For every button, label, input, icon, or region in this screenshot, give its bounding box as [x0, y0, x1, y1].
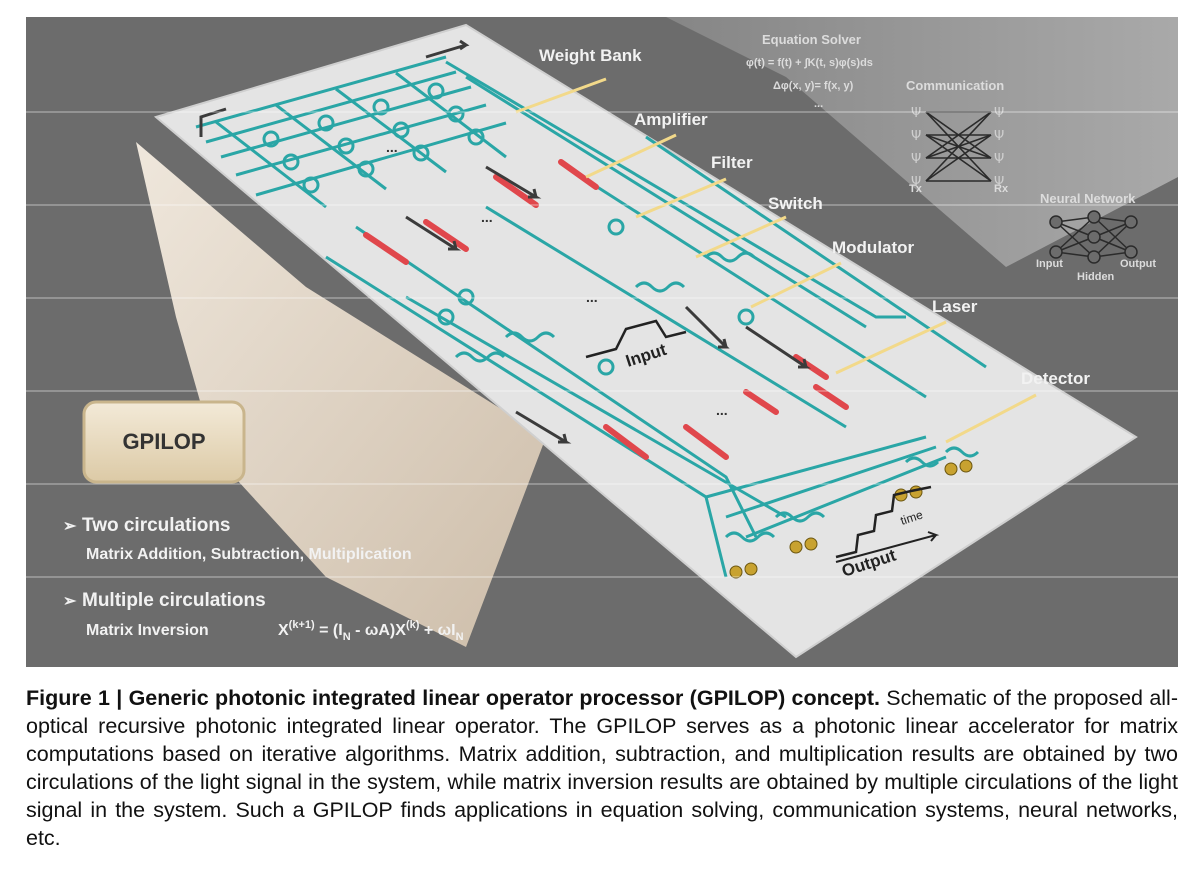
bullet-1-title: Two circulations — [82, 515, 231, 536]
label-modulator: Modulator — [832, 238, 915, 257]
time-axis-arrow — [835, 531, 940, 563]
svg-text:Ψ: Ψ — [994, 152, 1004, 167]
label-amplifier: Amplifier — [634, 110, 708, 129]
svg-text:Ψ: Ψ — [911, 106, 921, 121]
app-eq1: φ(t) = f(t) + ∫K(t, s)φ(s)ds — [746, 57, 873, 69]
dots-2: ... — [481, 209, 493, 225]
label-detector: Detector — [1021, 369, 1090, 388]
bullet-2-sub: Matrix Inversion — [86, 622, 209, 639]
laser-elements — [363, 159, 849, 460]
chip-shadow — [136, 142, 546, 647]
output-staircase — [835, 485, 932, 559]
app-rx: Rx — [994, 183, 1009, 195]
app-tx: Tx — [909, 183, 923, 195]
app-neural-network: Neural Network — [1040, 191, 1136, 206]
figure-caption: Figure 1 | Generic photonic integrated l… — [26, 684, 1178, 852]
bullet-2-title: Multiple circulations — [82, 590, 266, 611]
app-eq-dots: ... — [814, 98, 823, 110]
label-switch: Switch — [768, 194, 823, 213]
svg-text:Ψ: Ψ — [994, 175, 1004, 190]
caption-title: Figure 1 | Generic photonic integrated l… — [26, 686, 880, 710]
input-pulse — [585, 319, 687, 359]
app-eq2: Δφ(x, y)= f(x, y) — [773, 80, 854, 92]
overlay-lines — [26, 111, 1178, 578]
svg-text:Ψ: Ψ — [994, 129, 1004, 144]
label-time: time — [899, 507, 925, 527]
gpilop-badge-box — [82, 400, 246, 484]
caption-body: Schematic of the proposed all-optical re… — [26, 686, 1178, 850]
app-nn-output: Output — [1120, 258, 1156, 270]
svg-text:Ψ: Ψ — [911, 152, 921, 167]
communication-network — [925, 111, 992, 182]
svg-text:Ψ: Ψ — [911, 175, 921, 190]
label-laser: Laser — [932, 297, 978, 316]
app-equation-solver: Equation Solver — [762, 32, 861, 47]
chip-substrate — [153, 23, 1138, 659]
direction-arrows — [199, 39, 811, 444]
gpilop-badge: GPILOP — [122, 429, 205, 454]
label-weight-bank: Weight Bank — [539, 46, 642, 65]
dots-1: ... — [386, 139, 398, 155]
neural-network-diagram — [1049, 210, 1138, 264]
svg-text:Ψ: Ψ — [911, 129, 921, 144]
figure-panel: ... ... ... ... Weight Bank Amplifier Fi… — [26, 17, 1178, 667]
callout-leaders — [515, 77, 1037, 444]
dots-4: ... — [716, 402, 728, 418]
chip-illustration: ... ... ... ... Weight Bank Amplifier Fi… — [26, 17, 1178, 659]
dots-3: ... — [586, 289, 598, 305]
svg-text:Ψ: Ψ — [994, 106, 1004, 121]
app-communication: Communication — [906, 78, 1004, 93]
label-filter: Filter — [711, 153, 753, 172]
bullet-1-arrow: ➢ — [63, 518, 77, 535]
bullet-2-equation: X(k+1) = (IN - ωA)X(k) + ωIN — [278, 619, 464, 643]
app-nn-hidden: Hidden — [1077, 271, 1115, 283]
bullet-2-arrow: ➢ — [63, 593, 77, 610]
bullet-1-sub: Matrix Addition, Subtraction, Multiplica… — [86, 546, 412, 563]
app-nn-input: Input — [1036, 258, 1063, 270]
